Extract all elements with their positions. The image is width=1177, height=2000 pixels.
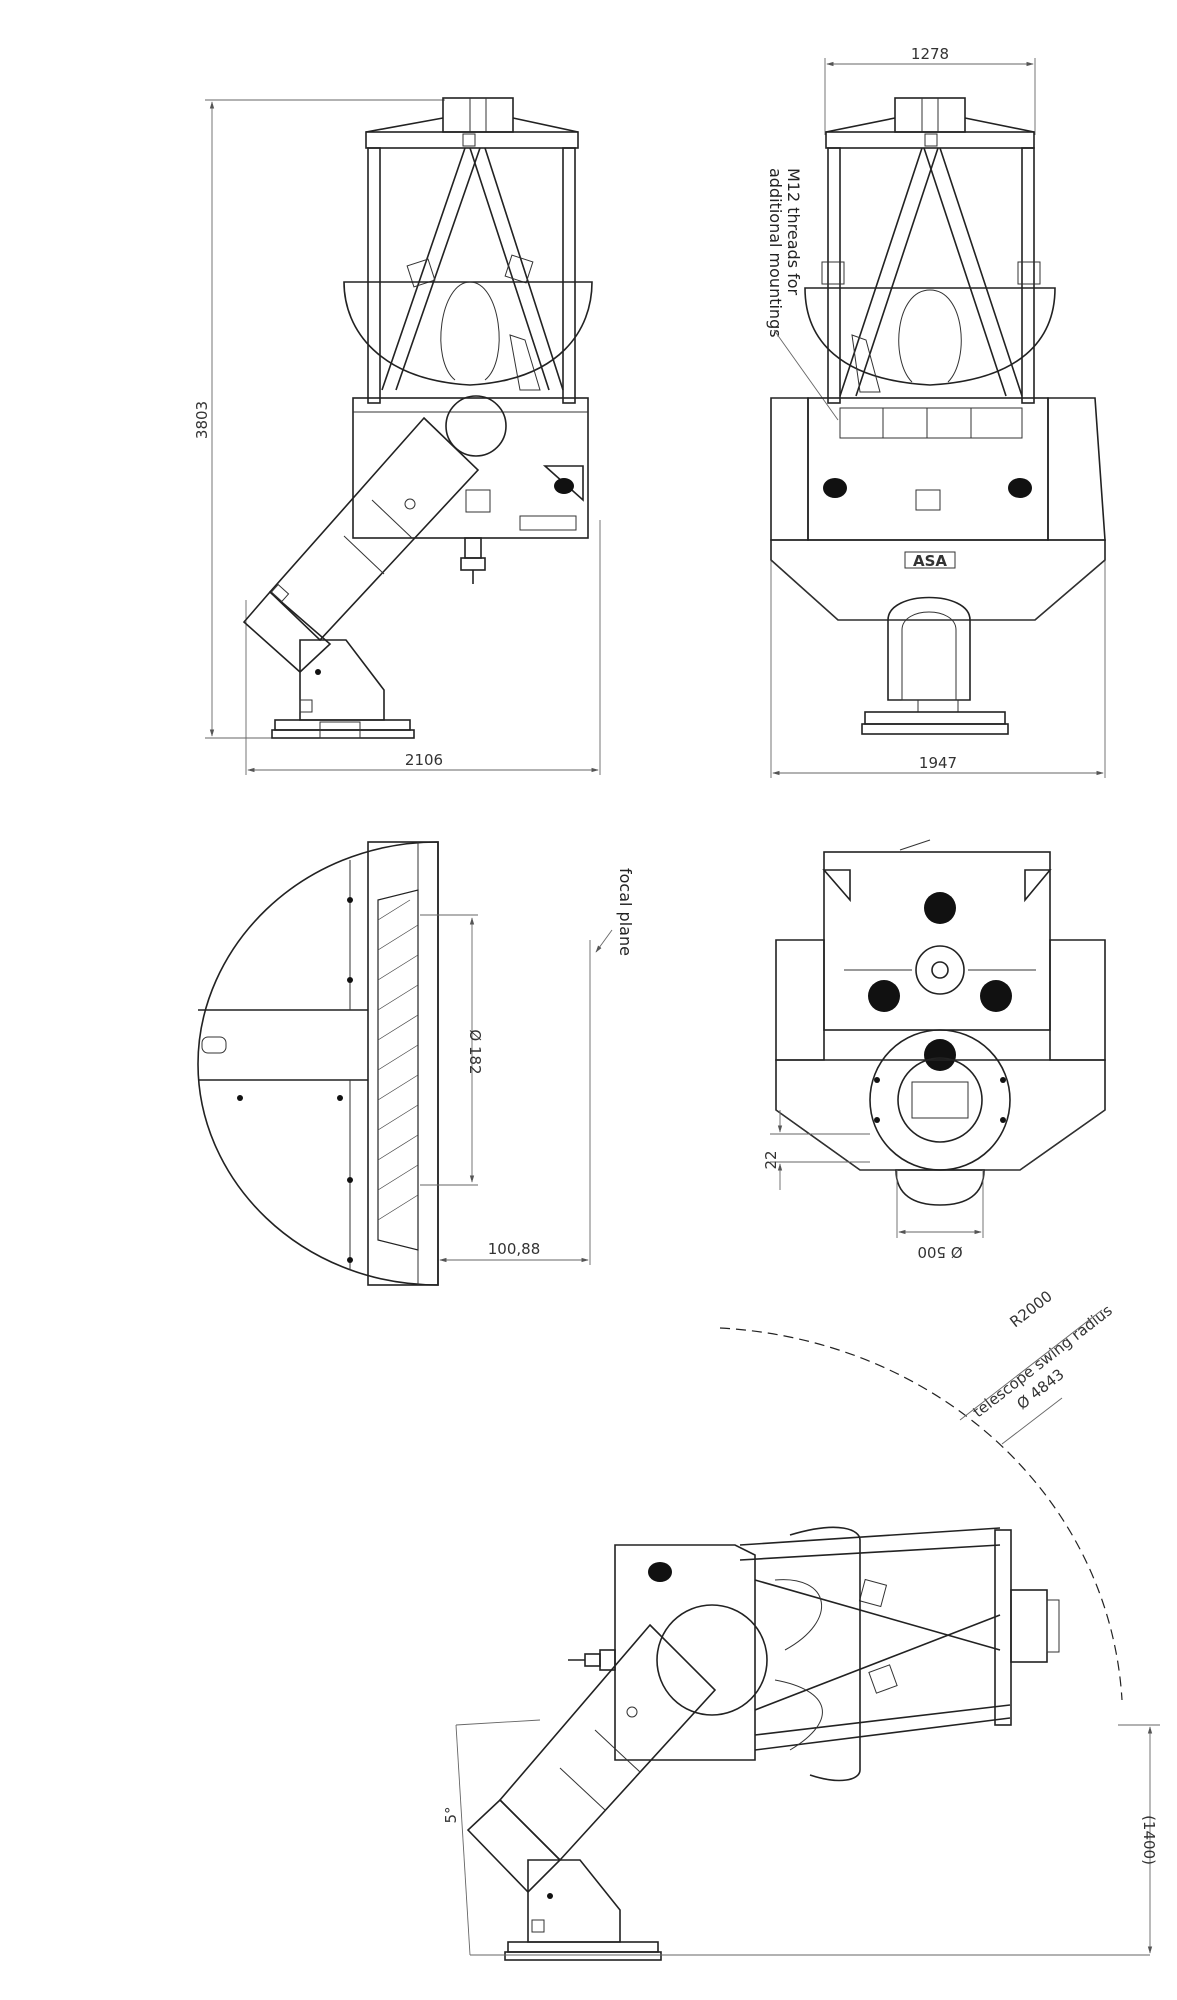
tilted-side-view: R2000 telescope swing radius Ø 4843 bbox=[442, 1287, 1160, 1961]
hatched-section bbox=[377, 889, 419, 1251]
detail-diameter-label: Ø 182 bbox=[466, 1029, 484, 1074]
threads-note: M12 threads for additional mountings bbox=[766, 168, 839, 421]
side-view: 3803 2106 bbox=[193, 97, 601, 775]
top-view: 22 Ø 500 bbox=[762, 839, 1106, 1261]
tilt-height-label: (1400) bbox=[1140, 1815, 1158, 1865]
top-offset-label: 22 bbox=[762, 1150, 780, 1169]
threads-note-line2: additional mountings bbox=[766, 168, 785, 338]
top-diameter-label: Ø 500 bbox=[917, 1243, 962, 1261]
side-height-label: 3803 bbox=[193, 401, 211, 439]
front-view: 1278 1947 M12 threads for additional mou… bbox=[766, 45, 1106, 778]
detail-offset-label: 100,88 bbox=[488, 1240, 541, 1258]
detail-offset-dimension: 100,88 bbox=[439, 940, 591, 1265]
tilt-height-dimension: (1400) bbox=[1118, 1724, 1160, 1954]
detail-diameter-dimension: Ø 182 bbox=[420, 914, 484, 1186]
front-width-label: 1947 bbox=[919, 754, 957, 772]
top-offset-dimension: 22 bbox=[762, 1110, 870, 1190]
focal-plane-note: focal plane bbox=[595, 868, 635, 956]
tilt-angle-label: 5° bbox=[442, 1806, 460, 1823]
logo-text: ASA bbox=[913, 552, 947, 570]
top-diameter-dimension: Ø 500 bbox=[896, 1170, 984, 1261]
side-width-label: 2106 bbox=[405, 751, 443, 769]
detail-section-view: Ø 182 100,88 focal plane bbox=[197, 841, 635, 1286]
fan-icons bbox=[868, 892, 1012, 1071]
swing-label: telescope swing radius bbox=[969, 1301, 1116, 1421]
tilt-angle-dimension: 5° bbox=[442, 1719, 541, 1956]
side-width-dimension: 2106 bbox=[245, 520, 601, 775]
swing-radius-label: R2000 bbox=[1006, 1287, 1055, 1331]
swing-annotations: R2000 telescope swing radius Ø 4843 bbox=[959, 1287, 1116, 1445]
front-top-width-dimension: 1278 bbox=[824, 45, 1036, 135]
focal-plane-label: focal plane bbox=[616, 868, 635, 956]
front-top-width-label: 1278 bbox=[911, 45, 949, 63]
front-width-dimension: 1947 bbox=[770, 540, 1106, 778]
threads-note-line1: M12 threads for bbox=[784, 168, 803, 296]
swing-radius-arc bbox=[719, 1327, 1123, 1701]
side-height-dimension: 3803 bbox=[193, 99, 445, 739]
